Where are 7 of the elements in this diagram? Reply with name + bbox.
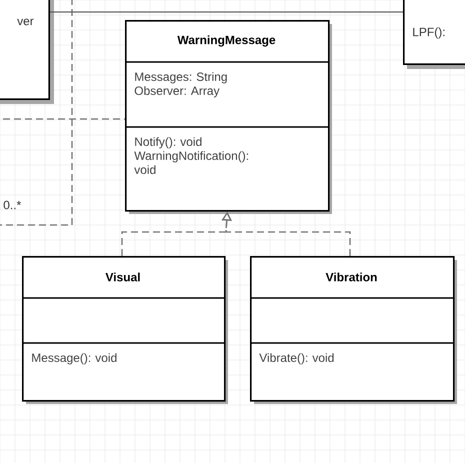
- class-box: WarningMessage Messages: String Observer: Array Notify(): void WarningNotification(): void: [125, 20, 332, 214]
- class-box: Visual Message(): void: [22, 256, 228, 404]
- connector-line: [0, 118, 125, 120]
- class-box: LPF():: [403, 0, 465, 69]
- class-box: Vibration Vibrate(): void: [250, 256, 457, 404]
- class-box: ver: [0, 0, 54, 104]
- multiplicity-label: 0..*: [4, 200, 22, 210]
